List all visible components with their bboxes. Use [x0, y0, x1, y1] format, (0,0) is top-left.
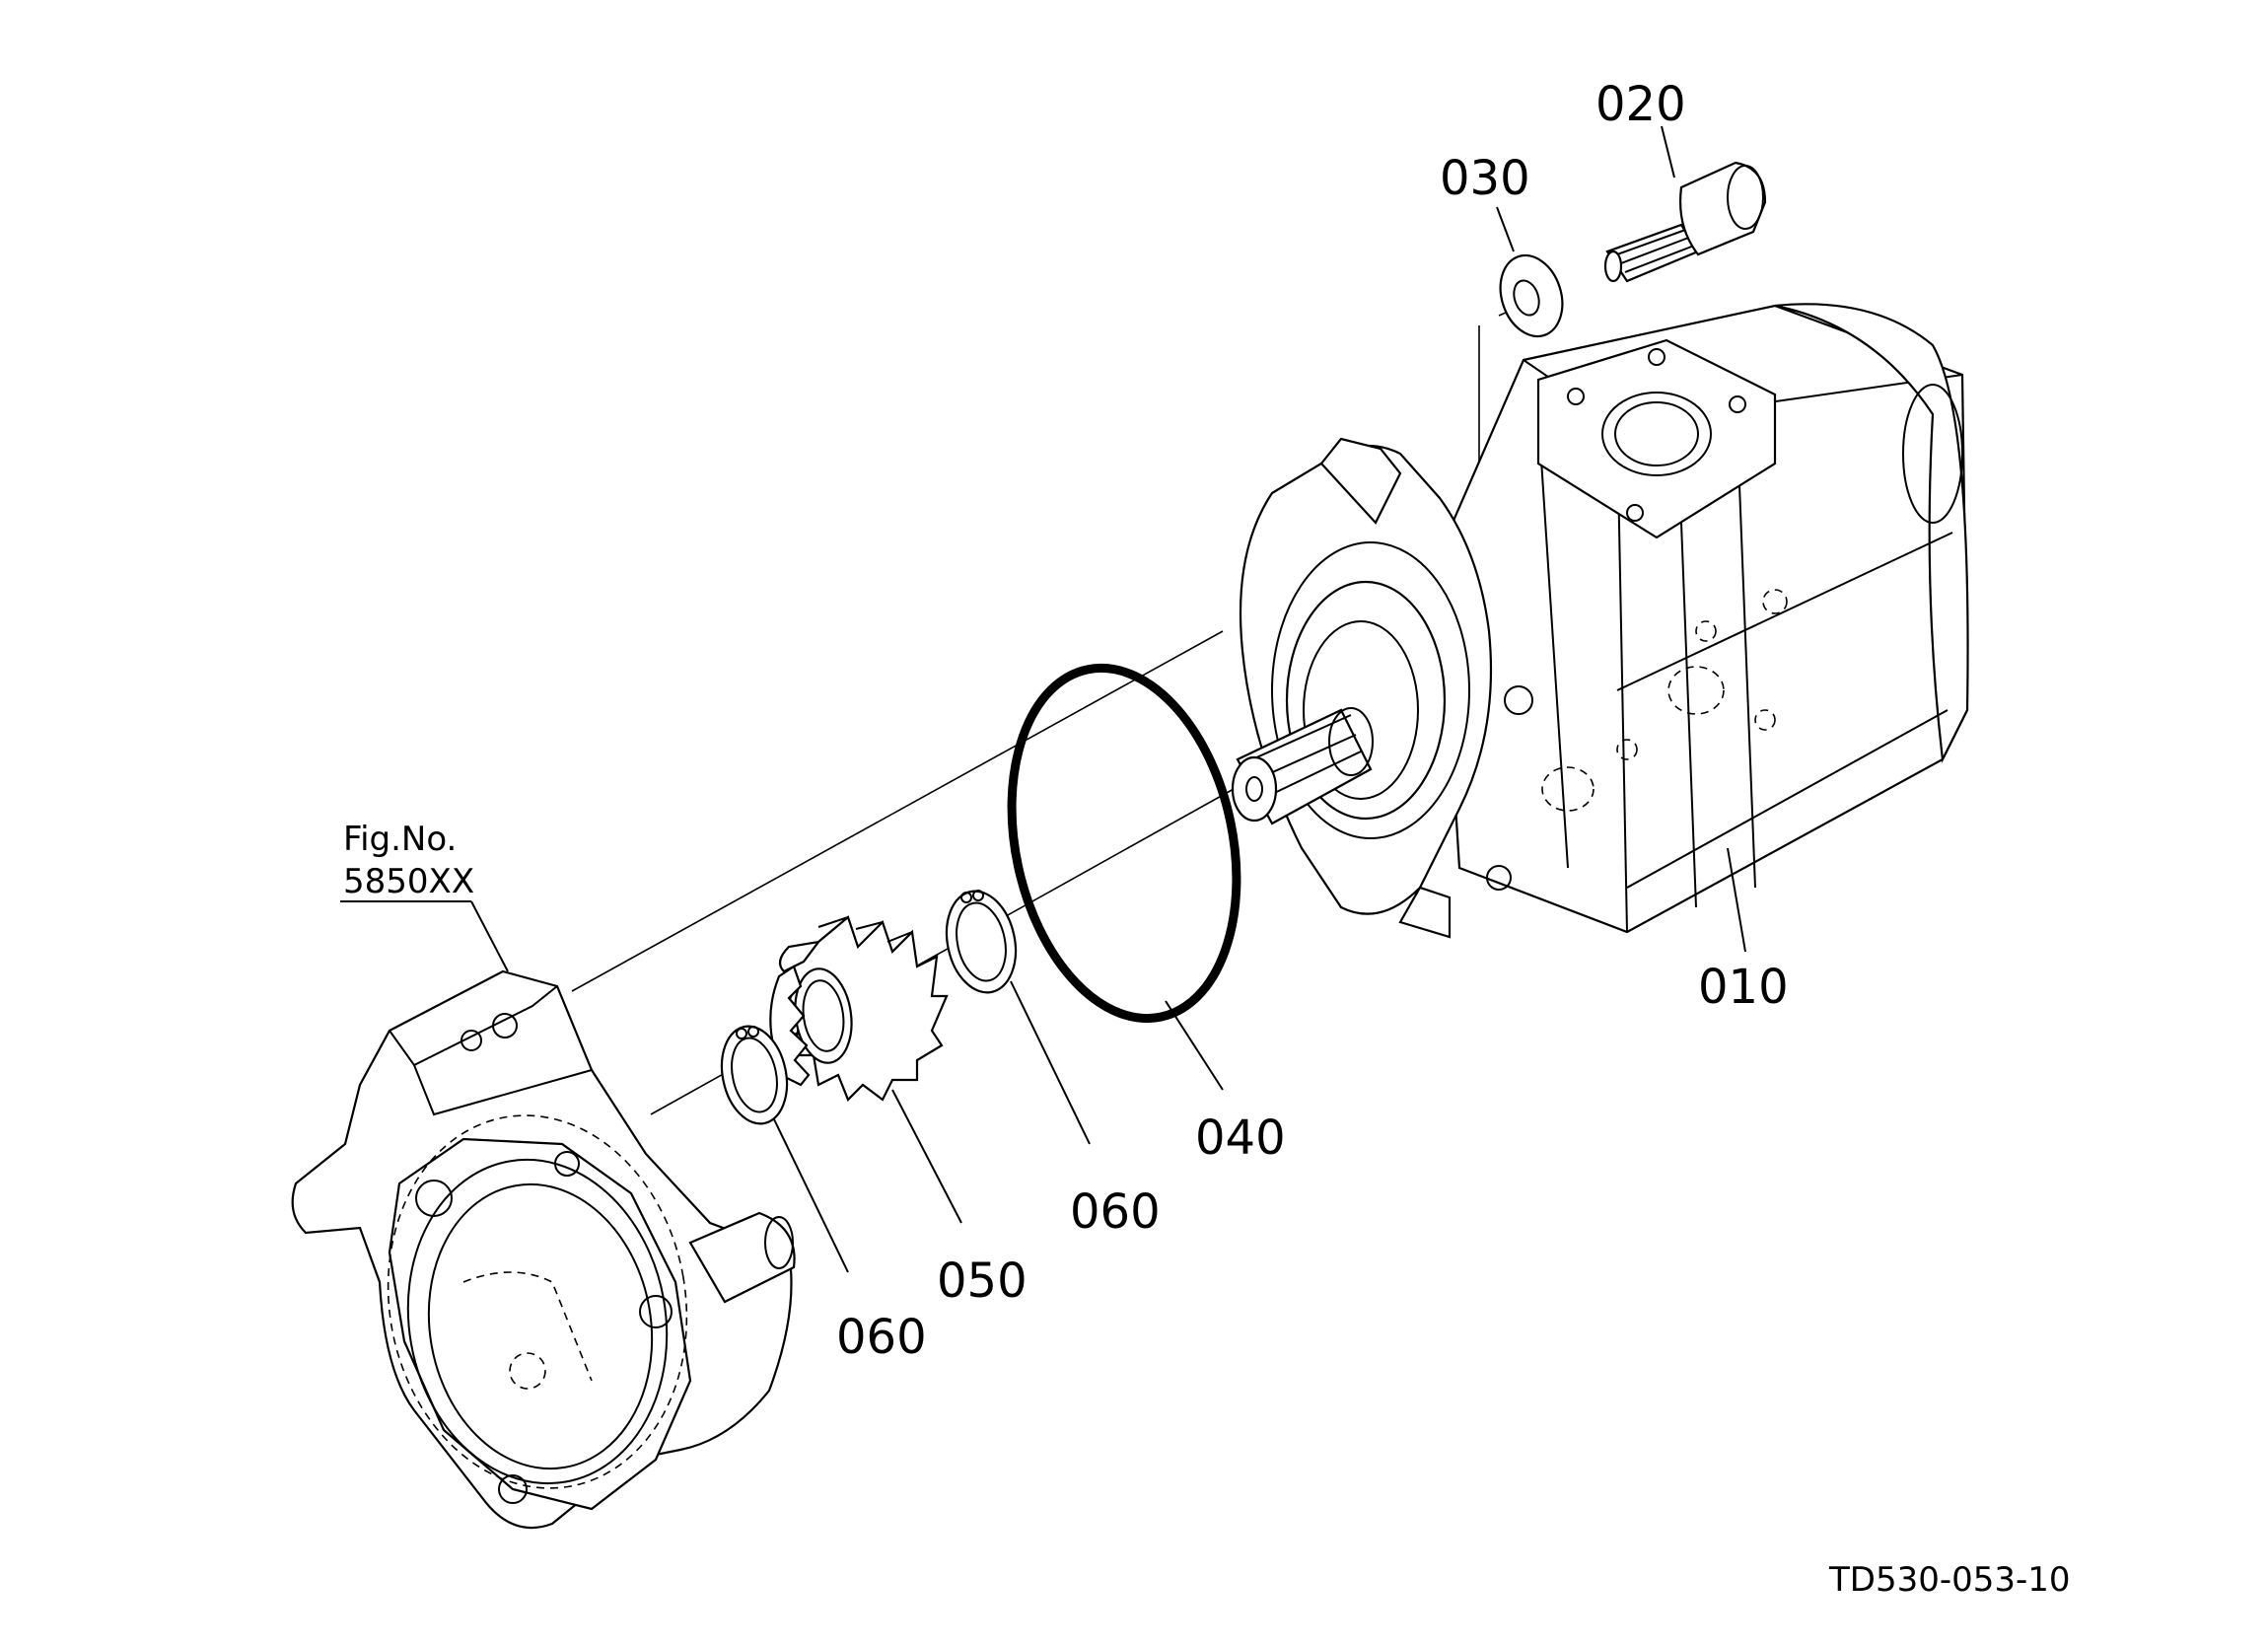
- mating-housing: [291, 969, 796, 1530]
- callout-060-right: 060: [1070, 1184, 1161, 1240]
- callout-050: 050: [937, 1253, 1028, 1309]
- washer-030: [1499, 253, 1564, 338]
- hydraulic-pump-010: [1231, 303, 1969, 939]
- o-ring-040: [1007, 663, 1241, 1024]
- callout-040: 040: [1195, 1110, 1286, 1166]
- fig-ref-line1: Fig.No.: [343, 820, 457, 859]
- snap-ring-060-left: [720, 1025, 789, 1125]
- bolt-020: [1603, 161, 1767, 283]
- snap-ring-060-right: [945, 890, 1018, 994]
- leader-lines: [340, 125, 1746, 1273]
- callout-020: 020: [1595, 77, 1686, 132]
- callout-labels: 020 030 010 040 060 050 060: [836, 77, 1789, 1365]
- fig-ref-line2: 5850XX: [343, 862, 474, 901]
- callout-010: 010: [1698, 960, 1789, 1015]
- callout-060-left: 060: [836, 1310, 927, 1365]
- figure-reference: Fig.No. 5850XX: [343, 820, 474, 901]
- drawing-code: TD530-053-10: [1828, 1560, 2071, 1600]
- gear-050: [769, 915, 949, 1102]
- callout-030: 030: [1440, 151, 1530, 206]
